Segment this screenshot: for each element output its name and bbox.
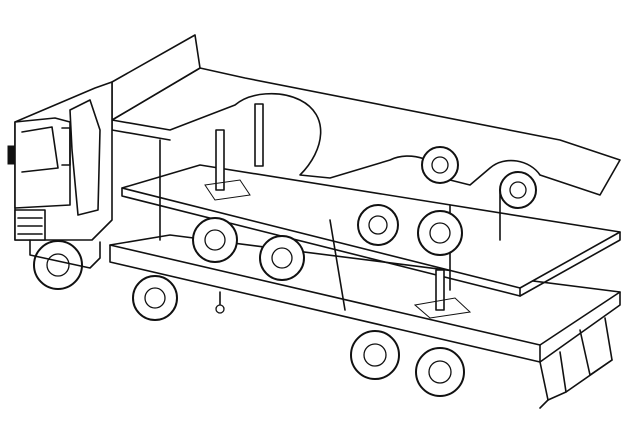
- upper-deck-platform: [111, 34, 621, 196]
- wheel-sets: [132, 146, 537, 397]
- lower-deck-platform: [109, 234, 621, 409]
- truck-cab: [7, 81, 113, 290]
